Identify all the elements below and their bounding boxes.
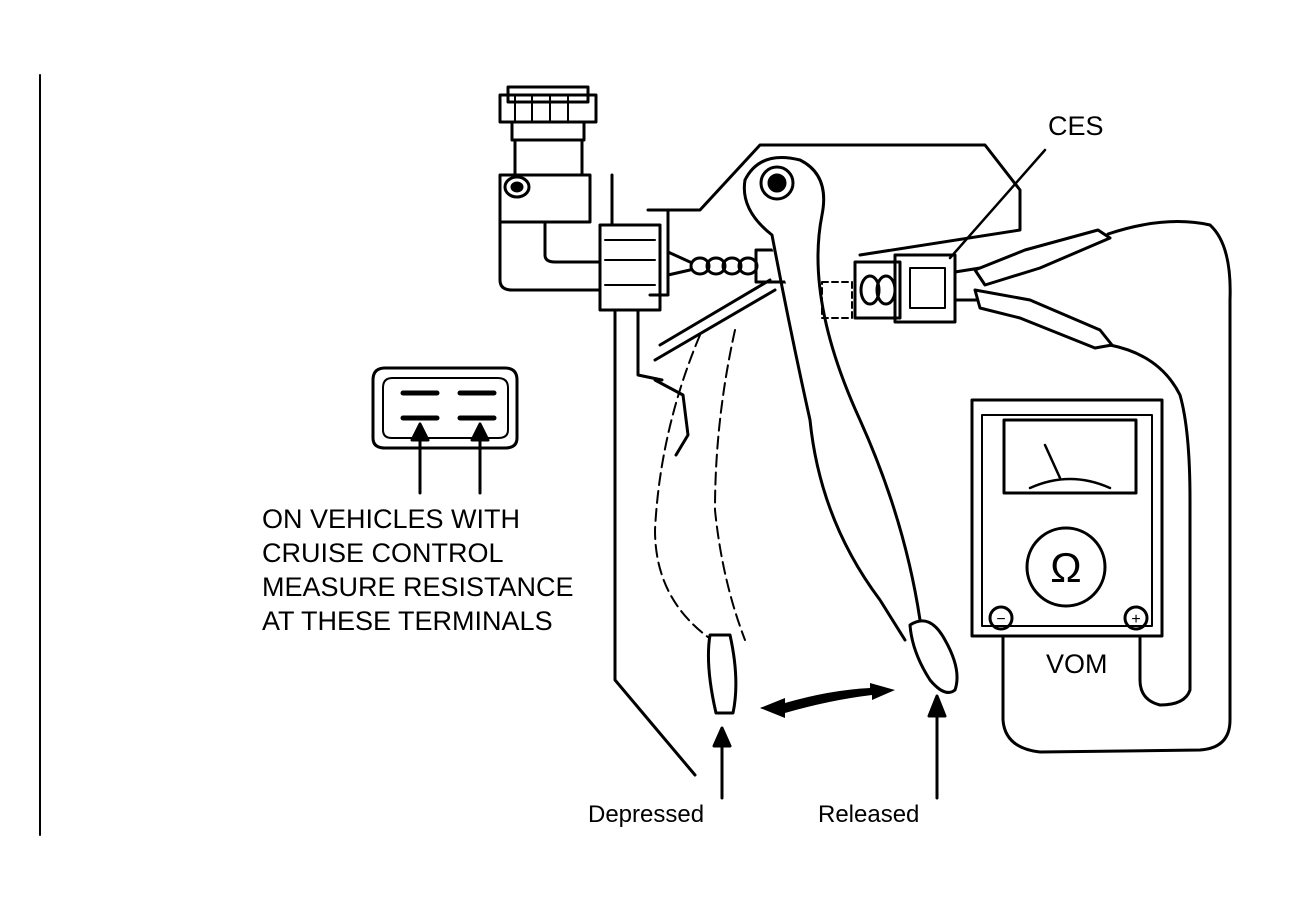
- plus-terminal-sign: +: [1131, 611, 1140, 628]
- ces-switch: [853, 148, 1047, 324]
- ohm-dial: [1025, 526, 1107, 608]
- test-leads: [973, 220, 1232, 754]
- vom-meter: [970, 398, 1164, 638]
- pedal-travel-arrow: [760, 683, 895, 718]
- vom-label: VOM: [1046, 649, 1108, 679]
- note-line: ON VEHICLES WITH: [262, 504, 520, 534]
- released-label: Released: [818, 801, 919, 828]
- connector-inset: [371, 366, 519, 495]
- pedal-bracket: [613, 143, 1022, 777]
- depressed-pointer: [712, 726, 732, 800]
- depressed-label: Depressed: [588, 801, 704, 828]
- pedal-released: [742, 156, 959, 694]
- note-line: CRUISE CONTROL: [262, 538, 504, 568]
- pedal-depressed: [654, 329, 746, 715]
- released-pointer: [927, 694, 947, 800]
- note-line: MEASURE RESISTANCE: [262, 572, 574, 602]
- minus-terminal-sign: −: [996, 611, 1005, 628]
- master-cylinder: [498, 85, 692, 312]
- instruction-note: ON VEHICLES WITH CRUISE CONTROL MEASURE …: [262, 504, 574, 636]
- ces-label: CES: [1048, 111, 1104, 141]
- ohm-symbol: Ω: [1050, 544, 1081, 591]
- note-line: AT THESE TERMINALS: [262, 606, 553, 636]
